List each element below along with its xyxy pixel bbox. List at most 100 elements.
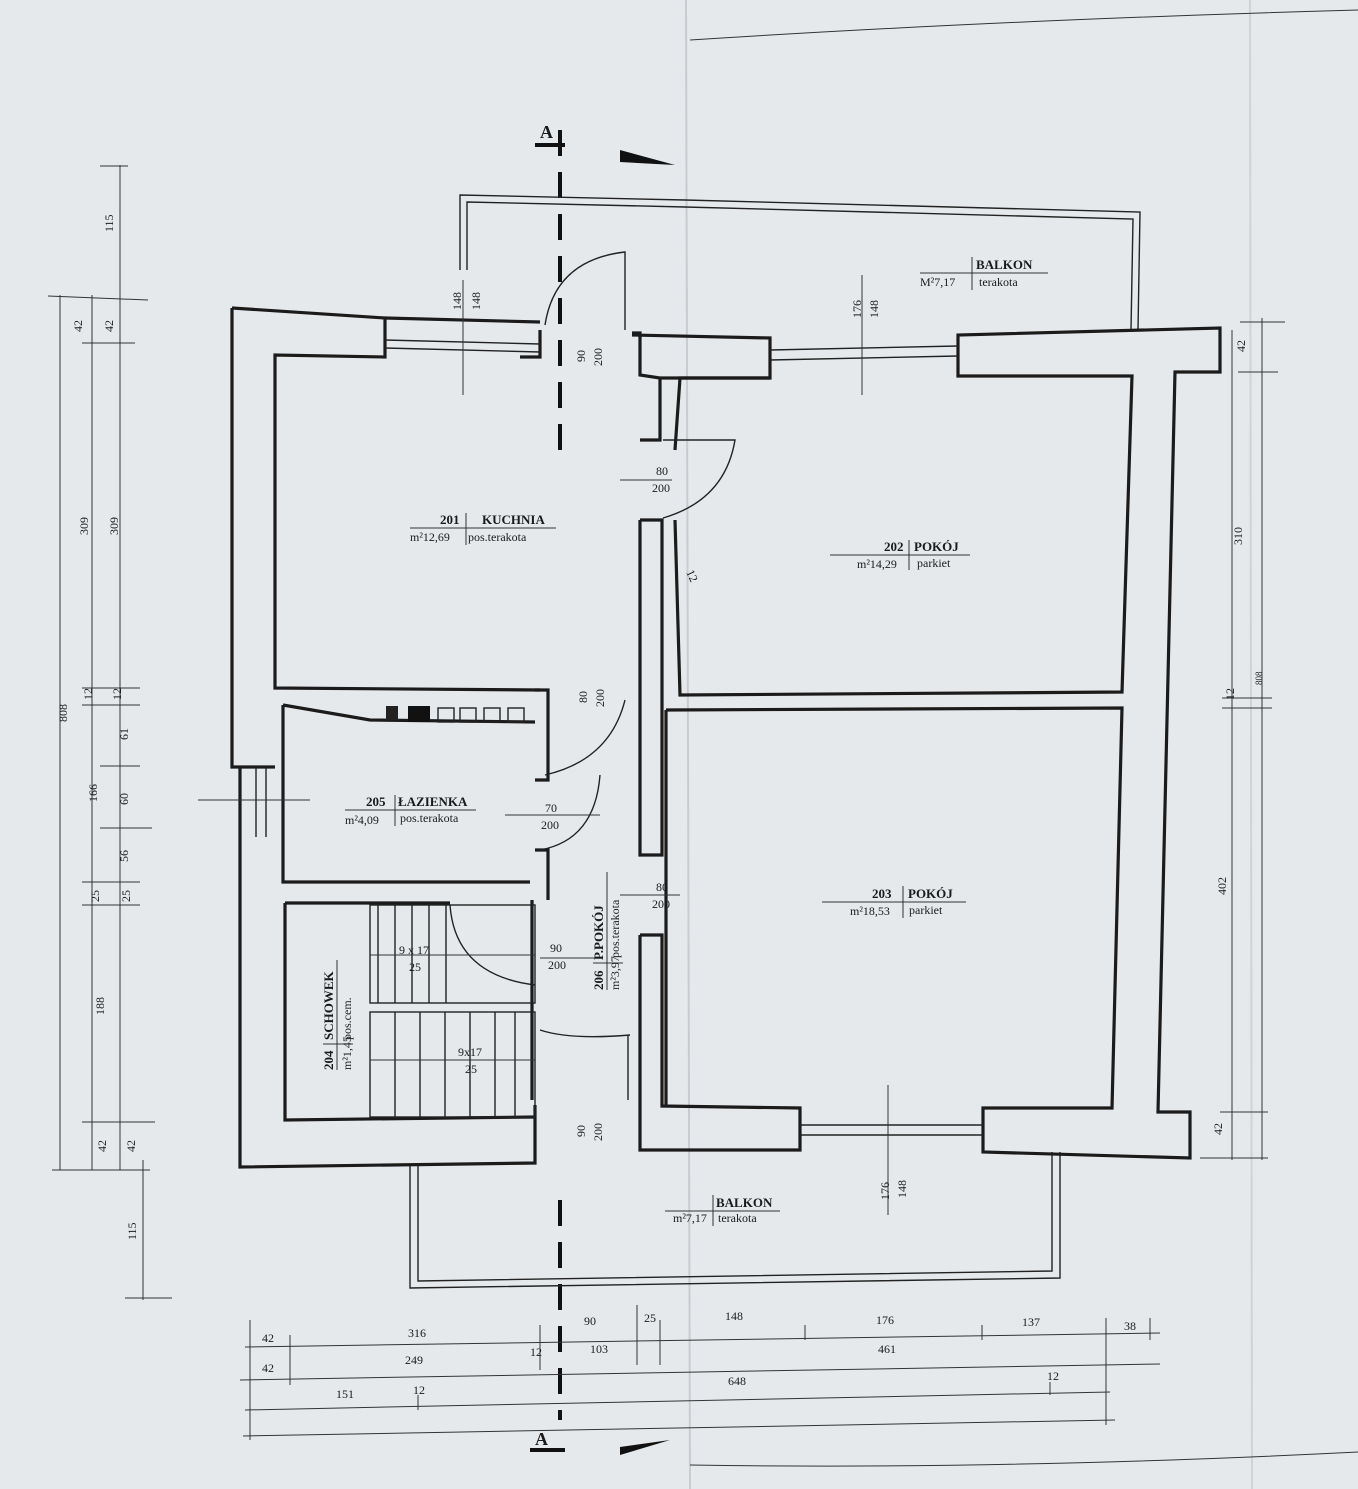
room-number: 205	[366, 794, 386, 809]
room-area: m²12,69	[410, 530, 450, 544]
door-203-height: 200	[652, 897, 670, 911]
room-area: m²3,97	[608, 956, 622, 990]
room-name: POKÓJ	[908, 886, 953, 901]
room-floor: parkiet	[909, 903, 943, 917]
door-schowek-width: 90	[550, 941, 562, 955]
stairs-upper-label: 9 x 17	[399, 943, 429, 957]
door-top-height: 200	[591, 348, 605, 366]
bottom-dimension-chain	[239, 1305, 1161, 1440]
right-dimension-chain: 42 310 12 808 402 42	[1200, 318, 1285, 1160]
dim-bottom: 115	[125, 1222, 139, 1240]
dim-bottom-row1-3: 25	[644, 1311, 656, 1325]
room-floor: parkiet	[917, 556, 951, 570]
room-number: 202	[884, 539, 904, 554]
door-202-width: 80	[656, 464, 668, 478]
room-name: P.POKÓJ	[591, 905, 606, 960]
dim-bottom-row2-3: 103	[590, 1342, 608, 1356]
room-205-label: 205 ŁAZIENKA m²4,09 pos.terakota	[345, 794, 476, 827]
dim-right-310: 310	[1231, 527, 1245, 545]
stairs-lower-label: 9x17	[458, 1045, 482, 1059]
dim-309-a: 309	[77, 517, 91, 535]
dim-25-a: 25	[88, 890, 102, 902]
window-kitchen-width: 148	[450, 292, 464, 310]
balcony-bottom-label: BALKON m²7,17 terakota	[665, 1195, 780, 1226]
dim-12-b: 12	[110, 688, 124, 700]
room-number: 204	[321, 1050, 336, 1070]
room-name: ŁAZIENKA	[398, 794, 468, 809]
dim-bottom-row2-0: 42	[262, 1361, 274, 1375]
dim-bottom-row3-1: 12	[413, 1383, 425, 1397]
room-floor: pos.terakota	[400, 811, 459, 825]
opening-axes	[198, 275, 889, 1215]
dim-25-b: 25	[119, 890, 133, 902]
balcony-name: BALKON	[976, 257, 1033, 272]
dim-right-12: 12	[1223, 688, 1237, 700]
wall-thickness: 12	[683, 567, 701, 584]
room-number: 203	[872, 886, 892, 901]
dim-bottom-row2-2: 12	[530, 1345, 542, 1359]
dim-bottom-row2-1: 249	[405, 1353, 423, 1367]
stairs-upper-tread: 25	[409, 960, 421, 974]
dim-42-c: 42	[95, 1140, 109, 1152]
dim-61: 61	[117, 728, 131, 740]
dim-right-42-b: 42	[1211, 1123, 1225, 1135]
door-kitchen-height: 200	[593, 689, 607, 707]
room-number: 201	[440, 512, 460, 527]
kitchen-fittings	[386, 706, 525, 723]
opening-dimension-labels: 90 200 148 148 176 148 80 200 80 200 70 …	[399, 292, 909, 1200]
dim-right-402: 402	[1215, 877, 1229, 895]
section-label-top: A	[540, 122, 553, 142]
room-floor: pos.terakota	[468, 530, 527, 544]
dim-bottom-row2-4: 461	[878, 1342, 896, 1356]
dim-bottom-row1-1: 316	[408, 1326, 426, 1340]
room-204-label: 204 SCHOWEK m²1,45 pos.cem.	[321, 960, 354, 1070]
dim-188: 188	[93, 997, 107, 1015]
dim-42-a: 42	[71, 320, 85, 332]
dim-42-d: 42	[124, 1140, 138, 1152]
left-dimension-labels: 115 42 42 309 309 12 12 61 166 60 56 25 …	[56, 214, 139, 1240]
doors	[449, 251, 736, 1100]
window-203-height: 148	[895, 1180, 909, 1198]
dim-bottom-row3-2: 648	[728, 1374, 746, 1388]
dim-right-42-a: 42	[1234, 340, 1248, 352]
room-area: m²1,45	[340, 1036, 354, 1070]
stairs-lower-tread: 25	[465, 1062, 477, 1076]
dim-56: 56	[117, 850, 131, 862]
section-axis: A A	[530, 122, 675, 1455]
room-floor: pos.terakota	[608, 899, 622, 958]
left-dimension-chain	[47, 165, 172, 1300]
room-203-label: 203 POKÓJ m²18,53 parkiet	[822, 886, 966, 918]
room-202-label: 202 POKÓJ m²14,29 parkiet	[830, 539, 970, 571]
dim-right-808: 808	[1254, 671, 1264, 685]
dim-12-a: 12	[81, 688, 95, 700]
door-bottom-width: 90	[574, 1125, 588, 1137]
dim-top: 115	[102, 214, 116, 232]
room-floor: pos.cem.	[340, 997, 354, 1040]
balcony-area: m²7,17	[673, 1211, 707, 1225]
dim-bottom-row1-6: 137	[1022, 1315, 1040, 1329]
dim-bottom-row1-4: 148	[725, 1309, 743, 1323]
door-bath-width: 70	[545, 801, 557, 815]
door-bath-height: 200	[541, 818, 559, 832]
dim-bottom-row1-0: 42	[262, 1331, 274, 1345]
dim-42-b: 42	[102, 320, 116, 332]
room-206-label: 206 P.POKÓJ m²3,97 pos.terakota	[591, 872, 623, 990]
room-name: KUCHNIA	[482, 512, 545, 527]
room-area: m²18,53	[850, 904, 890, 918]
door-schowek-height: 200	[548, 958, 566, 972]
balcony-area: M²7,17	[920, 275, 955, 289]
dim-bottom-row3-3: 12	[1047, 1369, 1059, 1383]
balcony-floor: terakota	[718, 1211, 757, 1225]
balcony-railings	[409, 194, 1141, 1289]
window-kitchen-height: 148	[469, 292, 483, 310]
staircase	[369, 904, 536, 1118]
dim-166: 166	[86, 784, 100, 802]
paper-folds	[685, 0, 1358, 1489]
room-number: 206	[591, 970, 606, 990]
door-bottom-height: 200	[591, 1123, 605, 1141]
dim-bottom-row1-2: 90	[584, 1314, 596, 1328]
room-201-label: 201 KUCHNIA m²12,69 pos.terakota	[410, 512, 556, 545]
dim-309-b: 309	[107, 517, 121, 535]
balcony-floor: terakota	[979, 275, 1018, 289]
